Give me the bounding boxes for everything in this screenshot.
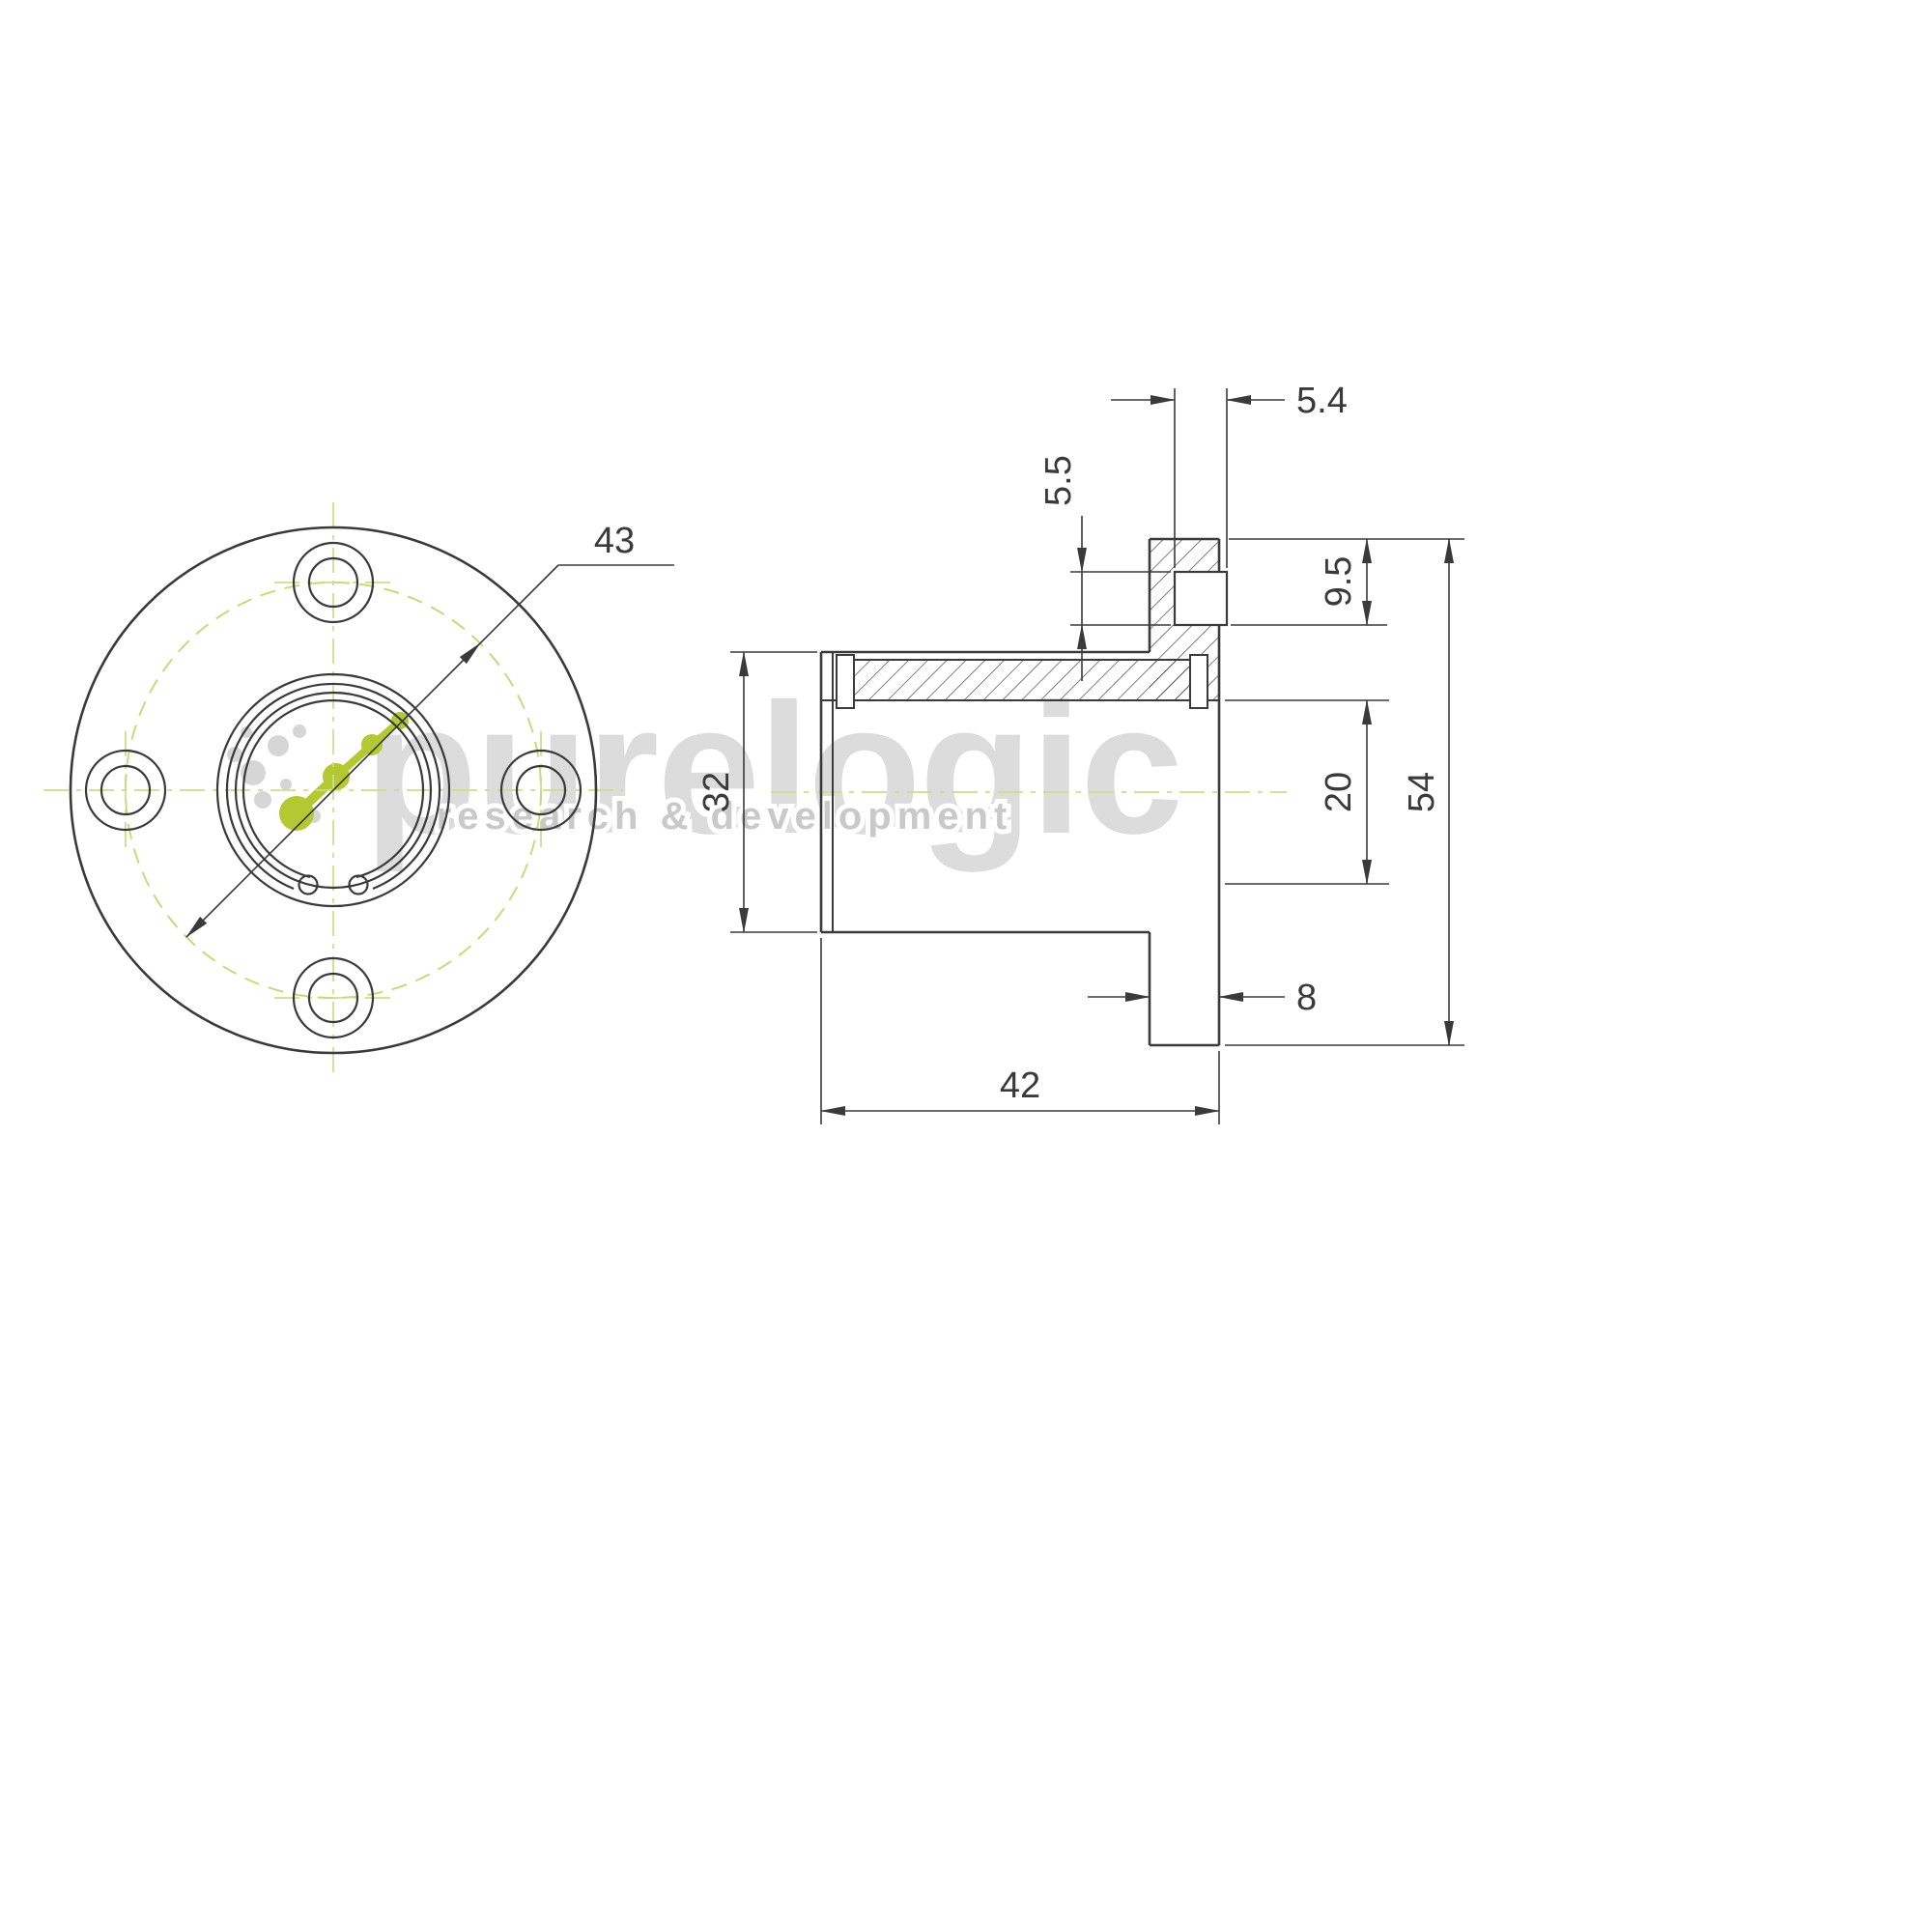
dim-text-overall-length: 42 (1000, 1065, 1040, 1106)
bolt-hole-top-inner (307, 556, 359, 609)
flange-outline (1148, 537, 1221, 1047)
dim-pilot-length: 5.4 (1111, 381, 1348, 568)
dim-step-left: 5.5 (1038, 455, 1171, 681)
ring-groove-right (1189, 654, 1208, 709)
flange-outer-circle (69, 526, 598, 1055)
logo-green-dot (279, 796, 314, 831)
boss-circle (215, 672, 451, 908)
dim-bore-diameter: 20 (1225, 699, 1389, 885)
retaining-ring-inner-arc (242, 699, 425, 879)
retaining-ring-ear-hole-right (348, 874, 369, 895)
dim-body-diameter: 32 (696, 651, 817, 933)
bolt-circle (125, 582, 542, 999)
dim-text-body-diameter: 32 (696, 772, 737, 812)
bolt-hole-bottom-outer (292, 956, 375, 1039)
retaining-ring-ear-hole-left (298, 874, 319, 895)
dim-flange-diameter: 54 (1225, 538, 1464, 1046)
dim-text-flange-thickness: 8 (1296, 978, 1317, 1018)
pilot-boss (1173, 570, 1229, 627)
side-view: 5.4 5.5 9.5 32 20 (696, 381, 1464, 1124)
watermark-tagline-text: research & development (437, 795, 1013, 838)
bolt-hole-top-outer (292, 541, 375, 624)
front-view: 43 (43, 502, 674, 1078)
dim-flange-thickness: 8 (1088, 978, 1317, 1018)
bolt-hole-left-inner (99, 764, 152, 816)
dim-text-step-left: 5.5 (1038, 455, 1079, 506)
retaining-ring-outer-arc (225, 682, 441, 891)
bolt-hole-right-inner (515, 764, 567, 816)
bolt-holes (84, 541, 582, 1039)
bore-circle (234, 691, 433, 890)
dim-text-flange-diameter: 54 (1402, 772, 1442, 812)
wall-section-hatch (854, 660, 1190, 700)
dim-text-bore-diameter: 20 (1319, 772, 1359, 812)
bolt-hole-right-outer (499, 749, 582, 832)
dim-text-bolt-circle: 43 (594, 521, 635, 561)
dim-text-pilot-length: 5.4 (1296, 381, 1348, 421)
dim-overall-length: 42 (820, 938, 1220, 1124)
dim-text-step-right: 9.5 (1319, 556, 1359, 608)
dim-bolt-circle: 43 (185, 521, 674, 938)
bolt-hole-bottom-inner (307, 972, 359, 1024)
dim-step-right: 9.5 (1231, 538, 1387, 626)
body-outline (819, 650, 1150, 934)
center-bore (215, 672, 451, 908)
bolt-hole-left-outer (84, 749, 167, 832)
ring-groove-left (836, 654, 855, 709)
